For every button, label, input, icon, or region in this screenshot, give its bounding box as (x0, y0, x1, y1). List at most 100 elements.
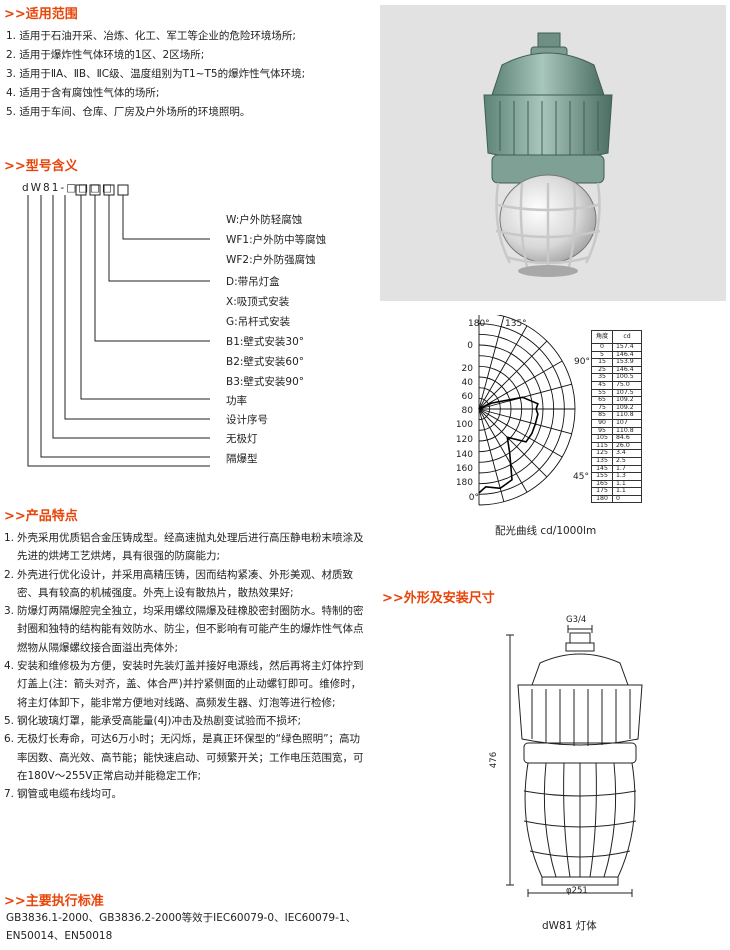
applications-title: >>适用范围 (4, 7, 78, 22)
application-item: 2. 适用于爆炸性气体环境的1区、2区场所; (6, 49, 205, 61)
polar-table-cell: 75.0 (612, 380, 642, 390)
polar-grid-ray (478, 408, 563, 458)
model-legend-item: 功率 (226, 395, 247, 407)
polar-grid-ray (478, 408, 528, 493)
polar-axis-tick: 180 (455, 478, 473, 488)
polar-axis-tick: 0° (468, 493, 479, 503)
polar-table-cell: 157.4 (612, 343, 642, 352)
dimension-outline (506, 625, 643, 897)
polar-axis-tick: 80 (461, 406, 473, 416)
polar-axis-tick: 120 (455, 435, 473, 445)
polar-axis-tick: 20 (461, 364, 473, 374)
polar-grid-ray (478, 340, 548, 410)
feature-item: 4.安装和维修极为方便，安装时先装灯盖并接好电源线，然后再将主灯体拧到灯盖上(注… (4, 657, 366, 712)
model-legend-item: B1:壁式安装30° (226, 336, 305, 348)
polar-grid-ray (478, 408, 572, 435)
polar-label-135: 135° (505, 319, 527, 329)
features-list: 1.外壳采用优质铝合金压铸成型。经高速抛丸处理后进行高压静电粉末喷涂及先进的烘烤… (4, 529, 366, 803)
feature-text: 外壳进行优化设计，并采用高精压铸，因而结构紧凑、外形美观、材质致密、具有较高的机… (17, 568, 353, 599)
feature-number: 2. (4, 568, 15, 581)
model-legend-item: WF2:户外防强腐蚀 (226, 254, 316, 266)
model-legend-item: 无极灯 (226, 433, 258, 445)
model-code: dW81-□□□□ (22, 182, 114, 194)
polar-grid-ray (478, 316, 505, 410)
polar-table-cell: 0 (591, 343, 613, 352)
lamp-photo (380, 5, 726, 301)
feature-item: 6.无极灯长寿命，可达6万小时；无闪烁，是真正环保型的“绿色照明”；高功率因数、… (4, 730, 366, 785)
feature-number: 1. (4, 532, 15, 544)
standards-text: GB3836.1-2000、GB3836.2-2000等效于IEC60079-0… (6, 912, 357, 942)
dimensions-title: >>外形及安装尺寸 (382, 591, 495, 606)
polar-table-heading: cd (612, 330, 642, 344)
polar-table-cell: 180 (591, 494, 613, 504)
polar-grid-ray (478, 360, 563, 410)
feature-number: 6. (4, 733, 15, 746)
polar-label-90: 90° (574, 357, 590, 367)
model-legend-item: 隔爆型 (226, 453, 258, 465)
dimension-caption: dW81 灯体 (542, 920, 597, 932)
polar-axis-tick: 60 (461, 392, 473, 402)
polar-grid-ray (478, 408, 548, 478)
feature-text: 防爆灯两隔爆腔完全独立，均采用螺纹隔爆及硅橡胶密封圈防水。特制的密封圈和独特的结… (17, 605, 364, 654)
applications-list: 1. 适用于石油开采、冶炼、化工、军工等企业的危险环境场所; 2. 适用于爆炸性气… (6, 27, 305, 122)
model-code-lines (27, 184, 210, 467)
polar-table-cell: 45 (591, 380, 613, 390)
model-legend-item: G:吊杆式安装 (226, 316, 291, 328)
features-title: >>产品特点 (4, 509, 78, 524)
feature-number: 3. (4, 605, 15, 618)
standards-title: >>主要执行标准 (4, 894, 104, 909)
polar-axis-tick: 100 (455, 420, 473, 430)
polar-axis-tick: 0 (467, 341, 473, 351)
application-item: 3. 适用于ⅡA、ⅡB、ⅡC级、温度组别为T1~T5的爆炸性气体环境; (6, 68, 306, 80)
polar-grid-ray (478, 408, 505, 502)
dimension-drawing: G3/4 476 φ251 dW81 灯体 (480, 615, 680, 935)
thread-label: G3/4 (566, 615, 587, 625)
polar-chart (478, 315, 576, 506)
feature-text: 无极灯长寿命，可达6万小时；无闪烁，是真正环保型的“绿色照明”；高功率因数、高光… (17, 733, 364, 782)
lamp-illustration (380, 5, 726, 301)
feature-number: 7. (4, 788, 15, 801)
height-label: 476 (489, 751, 500, 769)
polar-curve-panel: 180° 135° 90° 45° 0 20 40 60 80 100 120 140 160 1… (455, 315, 725, 550)
model-legend-item: 设计序号 (226, 414, 268, 426)
feature-number: 4. (4, 660, 15, 673)
polar-table-cell: 135 (591, 456, 613, 466)
polar-label-45: 45° (573, 472, 589, 482)
polar-table-heading: 角度 (591, 330, 613, 344)
polar-light-curve (478, 396, 539, 494)
feature-item: 1.外壳采用优质铝合金压铸成型。经高速抛丸处理后进行高压静电粉末喷涂及先进的烘烤… (4, 529, 366, 566)
feature-item: 2.外壳进行优化设计，并采用高精压铸，因而结构紧凑、外形美观、材质致密、具有较高… (4, 566, 366, 603)
model-legend-item: B3:壁式安装90° (226, 376, 305, 388)
polar-table-cell: 0 (612, 494, 642, 504)
polar-axis-tick: 140 (455, 450, 473, 460)
model-title: >>型号含义 (4, 159, 78, 174)
model-legend-item: X:吸顶式安装 (226, 296, 290, 308)
feature-item: 3.防爆灯两隔爆腔完全独立，均采用螺纹隔爆及硅橡胶密封圈防水。特制的密封圈和独特… (4, 602, 366, 657)
polar-axis-tick: 160 (455, 464, 473, 474)
feature-item: 5.钢化玻璃灯罩，能承受高能量(4J)冲击及热剧变试验而不损坏; (4, 712, 366, 730)
polar-table-cell: 90 (591, 418, 613, 428)
application-item: 5. 适用于车间、仓库、厂房及户外场所的环境照明。 (6, 106, 251, 118)
feature-item: 7.钢管或电缆布线均可。 (4, 785, 366, 803)
model-legend-item: D:带吊灯盒 (226, 276, 280, 288)
feature-number: 5. (4, 714, 15, 727)
feature-text: 钢管或电缆布线均可。 (17, 788, 122, 801)
application-item: 1. 适用于石油开采、冶炼、化工、军工等企业的危险环境场所; (6, 30, 296, 42)
model-legend-item: B2:壁式安装60° (226, 356, 305, 368)
model-legend-item: WF1:户外防中等腐蚀 (226, 234, 327, 246)
feature-text: 安装和维修极为方便，安装时先装灯盖并接好电源线，然后再将主灯体拧到灯盖上(注：箭… (17, 660, 364, 709)
feature-text: 外壳采用优质铝合金压铸成型。经高速抛丸处理后进行高压静电粉末喷涂及先进的烘烤工艺… (17, 532, 364, 563)
polar-axis-tick: 40 (461, 378, 473, 388)
polar-table-cell: 107 (612, 418, 642, 428)
polar-label-180: 180° (468, 319, 490, 329)
diameter-label: φ251 (566, 886, 588, 896)
